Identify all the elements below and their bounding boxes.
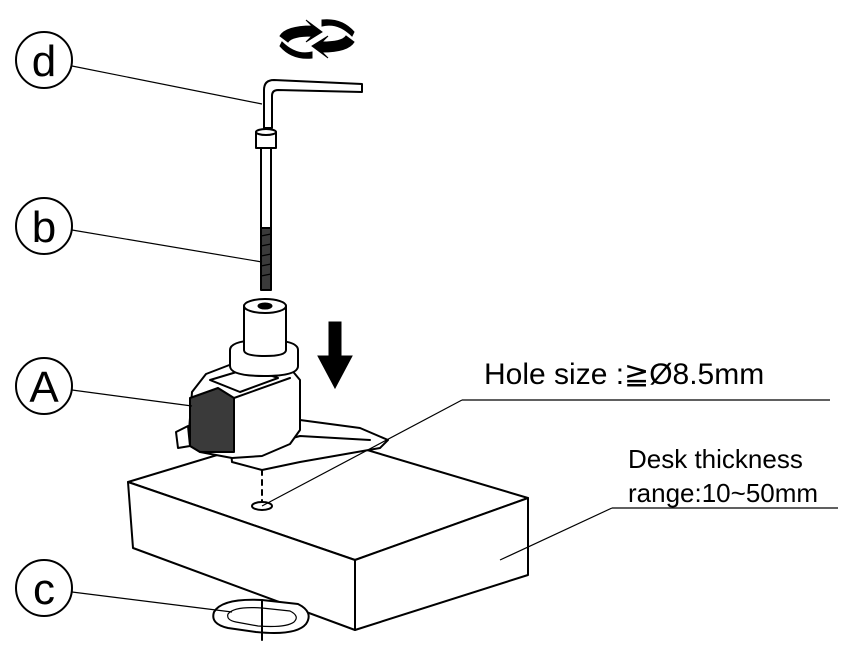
callout-d-label: d — [32, 37, 56, 86]
hole-size-annotation: Hole size :≧Ø8.5mm — [484, 358, 764, 391]
desk-thickness-annotation-line2: range:10~50mm — [628, 478, 818, 508]
callout-c-label: c — [33, 565, 55, 614]
callout-b: b — [15, 197, 73, 255]
down-arrow-icon — [317, 321, 353, 390]
desk-thickness-annotation-line1: Desk thickness — [628, 444, 803, 474]
callout-a-label: A — [29, 363, 59, 412]
allen-key — [263, 79, 363, 129]
bottom-plate — [212, 598, 310, 641]
callout-lines — [71, 65, 838, 613]
callout-a: A — [15, 357, 73, 415]
bolt — [255, 128, 277, 291]
desk-block — [127, 429, 529, 631]
callout-c: c — [15, 559, 73, 617]
rotate-arrows-icon — [279, 19, 355, 59]
clamp-base — [175, 298, 389, 471]
callout-d: d — [15, 31, 73, 89]
callout-b-label: b — [32, 203, 56, 252]
